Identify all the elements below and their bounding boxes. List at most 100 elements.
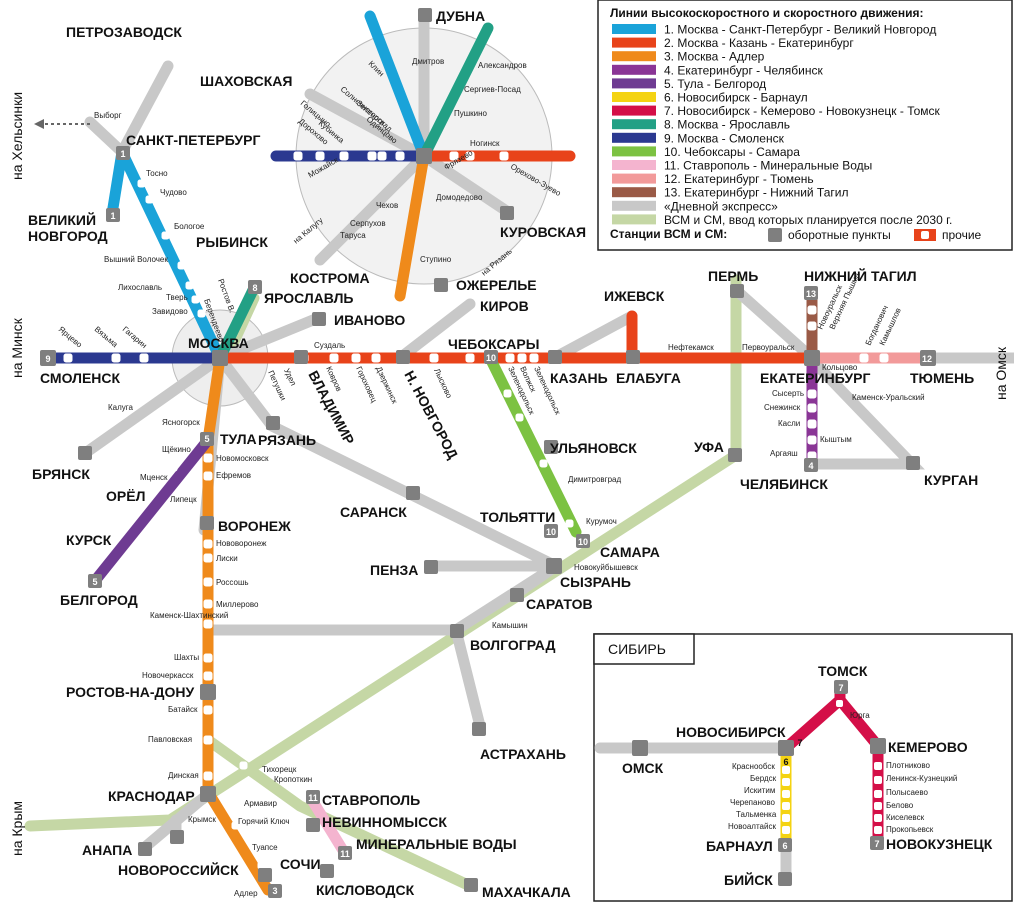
city-novosibirsk: НОВОСИБИРСК [676,724,786,740]
direction-labels: на Хельсинки на Минск на Омск на Крым [9,92,1009,856]
city-orel: ОРЁЛ [106,488,145,504]
city-volgograd: ВОЛГОГРАД [470,637,555,653]
svg-text:Тальменка: Тальменка [736,810,777,819]
legend-title: Линии высокоскоростного и скоростного дв… [610,6,923,20]
svg-text:Искитим: Искитим [744,786,775,795]
siberia-line-numbers: 776 76 [782,683,879,851]
svg-text:Юрга: Юрга [850,711,870,720]
legend-label-7: 7. Новосибирск - Кемерово - Новокузнецк … [664,104,941,118]
svg-text:Кыштым: Кыштым [820,435,852,444]
direction-helsinki: на Хельсинки [9,92,25,180]
svg-text:Новомосковск: Новомосковск [216,454,269,463]
svg-text:Липецк: Липецк [170,495,197,504]
svg-text:Первоуральск: Первоуральск [742,343,795,352]
svg-text:10: 10 [486,353,496,363]
svg-text:Белово: Белово [886,801,914,810]
legend-rows: 1. Москва - Санкт-Петербург - Великий Но… [612,23,952,227]
helsinki-arrowhead [34,119,44,129]
svg-text:Полысаево: Полысаево [886,788,929,797]
city-ufa: УФА [694,439,724,455]
svg-text:Щёкино: Щёкино [162,445,191,454]
city-shakhovskaya: ШАХОВСКАЯ [200,73,292,89]
svg-text:1: 1 [120,149,125,159]
svg-text:Сергиев-Посад: Сергиев-Посад [464,85,521,94]
legend-terminal-label: оборотные пункты [788,228,891,242]
svg-text:Нефтекамск: Нефтекамск [668,343,714,352]
svg-text:Ногинск: Ногинск [470,139,500,148]
city-saransk: САРАНСК [340,504,407,520]
svg-text:5: 5 [92,577,97,587]
city-nnovgorod: Н. НОВГОРОД [401,368,461,462]
city-makhachkala: МАХАЧКАЛА [482,884,571,900]
legend-other-label: прочие [942,228,982,242]
city-vnovgorod-2: НОВГОРОД [28,228,108,244]
svg-text:Россошь: Россошь [216,578,249,587]
svg-text:Пушкино: Пушкино [454,109,488,118]
direction-crimea: на Крым [9,801,25,856]
svg-text:Снежинск: Снежинск [764,403,801,412]
city-tyumen: ТЮМЕНЬ [910,370,974,386]
svg-text:6: 6 [783,757,788,767]
svg-text:Горячий Ключ: Горячий Ключ [238,817,290,826]
svg-text:Лихославль: Лихославль [118,283,162,292]
line-3 [202,352,274,896]
svg-text:Александров: Александров [478,61,527,70]
legend-label-3: 3. Москва - Адлер [664,50,765,64]
svg-text:Завидово: Завидово [152,307,188,316]
svg-text:Краснообск: Краснообск [732,762,775,771]
city-izhevsk: ИЖЕВСК [604,288,665,304]
svg-text:Нововоронеж: Нововоронеж [216,539,267,548]
city-kislovodsk: КИСЛОВОДСК [316,882,415,898]
svg-text:Гагарин: Гагарин [121,325,149,350]
city-rostov: РОСТОВ-НА-ДОНУ [66,684,195,700]
svg-text:9: 9 [45,354,50,364]
city-penza: ПЕНЗА [370,562,418,578]
legend-swatch-7 [612,105,656,116]
legend-swatch-12 [612,173,656,184]
city-ntagil: НИЖНИЙ ТАГИЛ [804,267,917,284]
legend-swatch-3 [612,51,656,62]
line-5 [88,434,214,588]
city-belgorod: БЕЛГОРОД [60,592,138,608]
svg-text:Батайск: Батайск [168,705,198,714]
svg-text:Мценск: Мценск [140,473,168,482]
city-elabuga: ЕЛАБУГА [616,370,681,386]
svg-text:Чудово: Чудово [160,188,187,197]
legend-terminal-swatch [768,228,782,242]
svg-text:4: 4 [808,461,813,471]
city-petrozavodsk: ПЕТРОЗАВОДСК [66,24,182,40]
svg-text:3: 3 [272,886,277,896]
legend-other-inner [921,231,929,239]
legend-swatch-6 [612,92,656,102]
svg-text:Выборг: Выборг [94,111,122,120]
legend-label-5: 5. Тула - Белгород [664,77,766,91]
city-barnaul: БАРНАУЛ [706,838,773,854]
line-future-makhachkala [202,734,476,892]
city-perm: ПЕРМЬ [708,268,758,284]
svg-text:10: 10 [546,527,556,537]
siberia-box [593,633,1013,902]
svg-text:Кольцово: Кольцово [822,363,858,372]
svg-text:13: 13 [806,289,816,299]
direction-omsk: на Омск [993,346,1009,400]
svg-text:12: 12 [922,354,932,364]
legend-label-1: 1. Москва - Санкт-Петербург - Великий Но… [664,23,936,37]
legend-swatch-14 [612,200,656,211]
svg-text:Калуга: Калуга [108,403,134,412]
city-dubna: ДУБНА [436,8,485,24]
svg-text:Ростов В.: Ростов В. [216,278,237,314]
svg-text:Армавир: Армавир [244,799,277,808]
svg-text:6: 6 [782,841,787,851]
svg-text:Каменск-Уральский: Каменск-Уральский [852,393,925,402]
svg-text:Черепаново: Черепаново [730,798,775,807]
legend-label-11: 11. Ставрополь - Минеральные Воды [664,159,872,173]
svg-text:Гороховец: Гороховец [354,365,379,404]
siberia-small-stations [782,700,882,834]
svg-text:5: 5 [204,434,209,444]
legend-label-10: 10. Чебоксары - Самара [664,145,800,159]
svg-text:Чехов: Чехов [376,201,398,210]
svg-text:Новокуйбышевск: Новокуйбышевск [574,563,638,572]
siberia-label: СИБИРЬ [608,641,666,657]
